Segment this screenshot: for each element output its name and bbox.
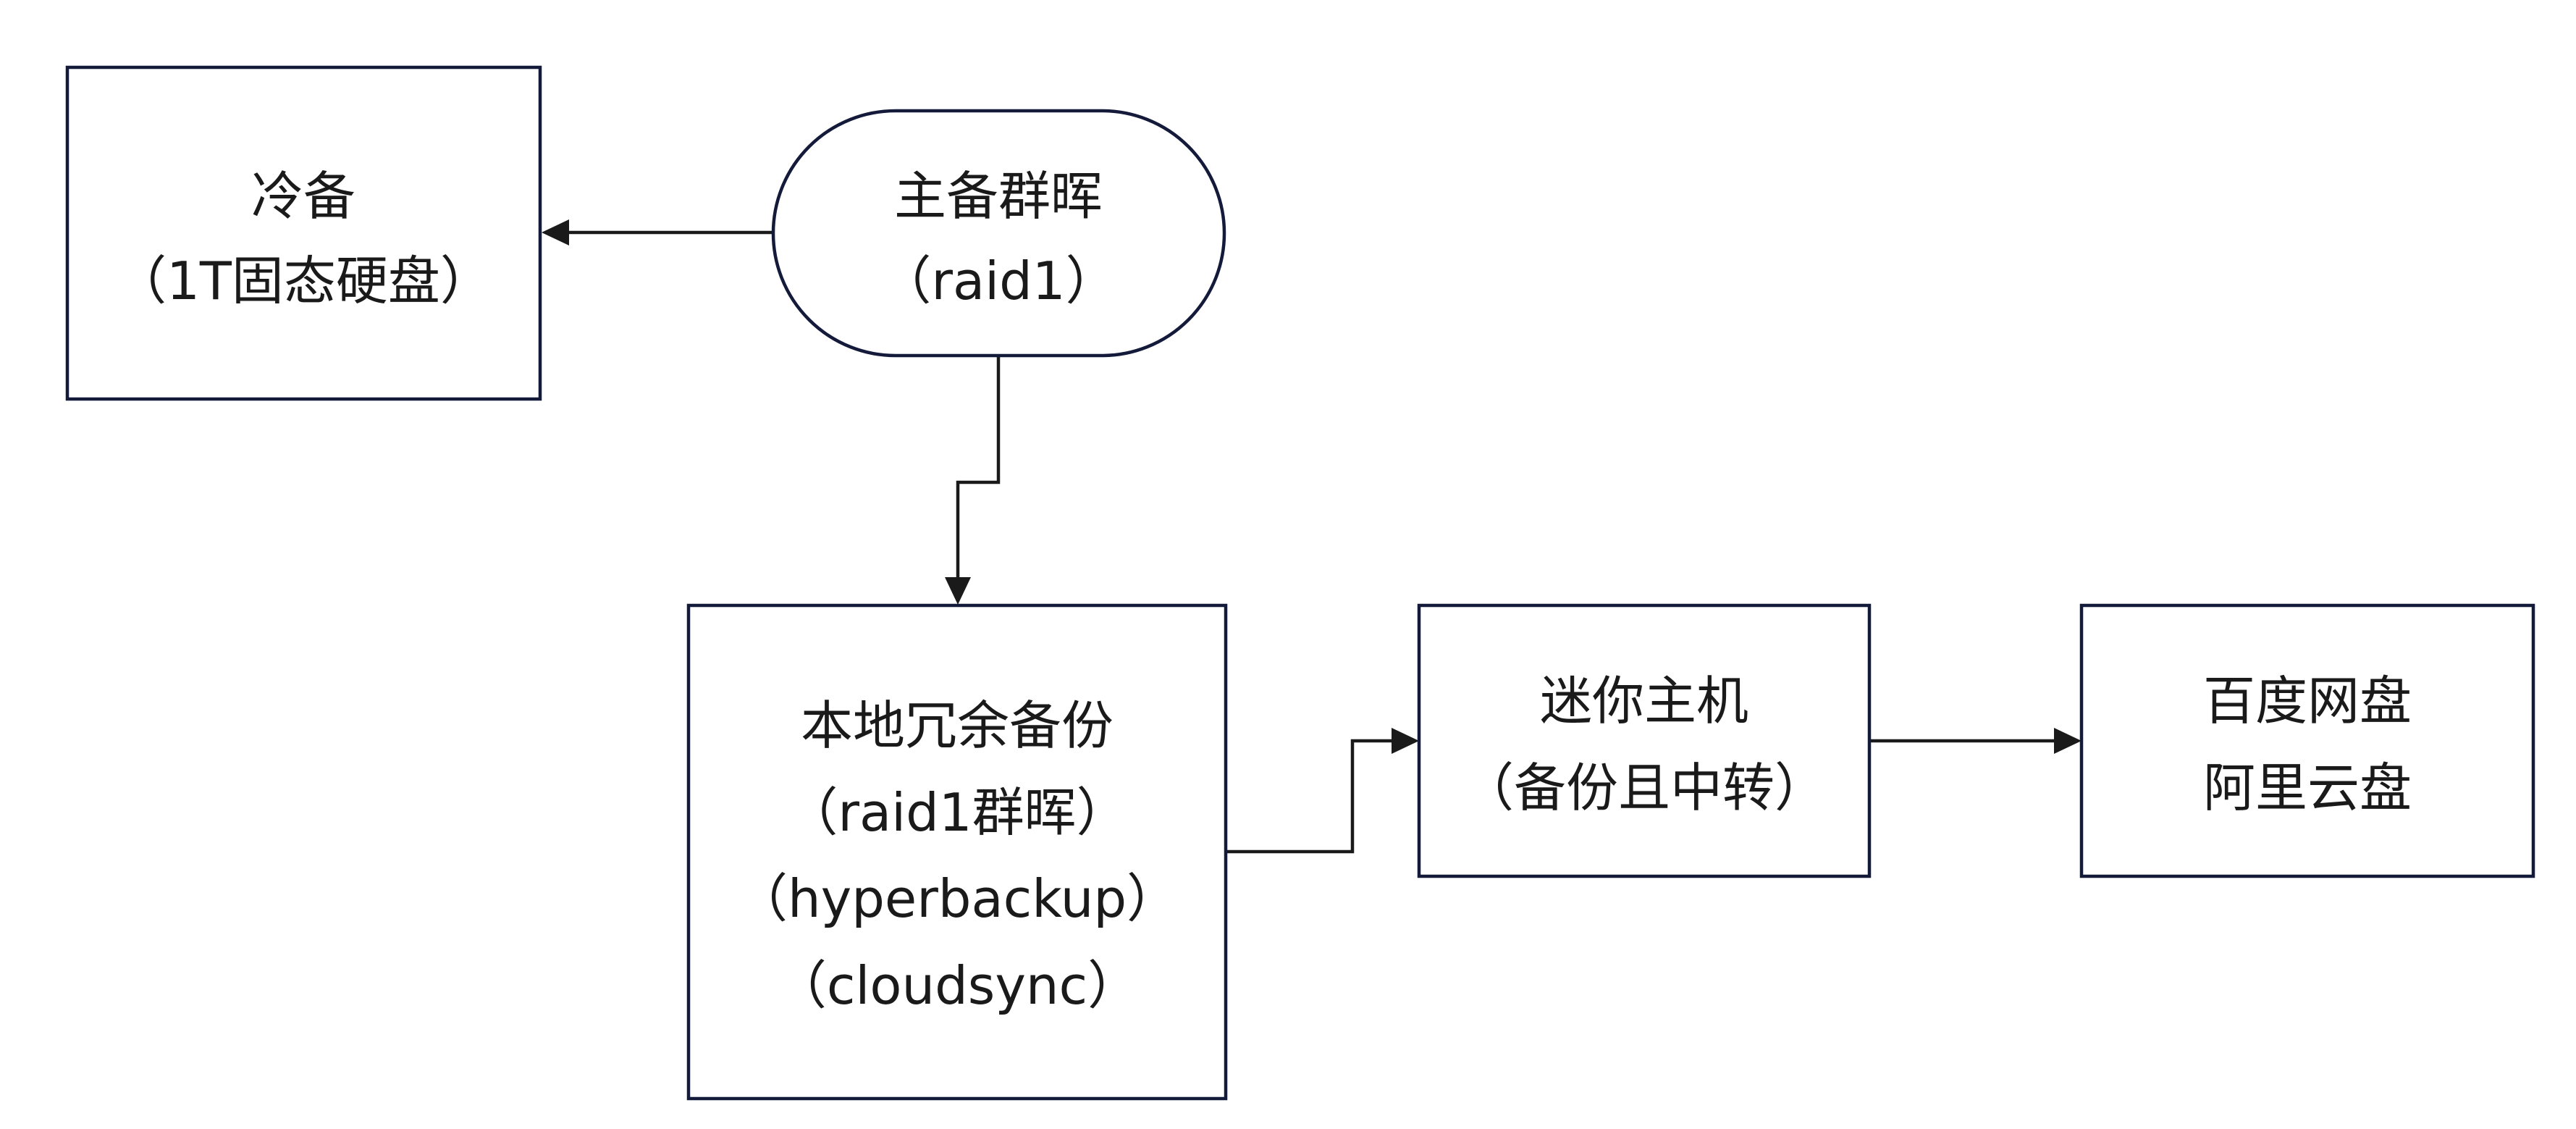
edges <box>542 219 2082 854</box>
node-cold-backup: 冷备 （1T固态硬盘） <box>65 65 542 401</box>
node-local-redundant-line-1: 本地冗余备份 <box>801 695 1114 756</box>
node-cold-backup-shape <box>65 65 542 401</box>
node-local-redundant-shape <box>686 603 1228 1101</box>
node-main-nas-line-1: 主备群晖 <box>894 166 1103 227</box>
node-local-redundant: 本地冗余备份 （raid1群晖） （hyperbackup） （cloudsyn… <box>686 603 1228 1101</box>
node-cloud-drives-shape <box>2079 603 2535 878</box>
node-main-nas-line-2: （raid1） <box>879 251 1117 311</box>
edge-main-to-local <box>956 356 1001 579</box>
node-local-redundant-line-3: （hyperbackup） <box>736 868 1179 929</box>
edge-local-to-mini <box>1226 739 1392 854</box>
node-cloud-drives: 百度网盘 阿里云盘 <box>2079 603 2535 878</box>
node-mini-host-shape <box>1417 603 1872 878</box>
node-cloud-drives-line-1: 百度网盘 <box>2203 671 2412 731</box>
arrowhead-mini-to-cloud <box>2054 728 2082 754</box>
node-local-redundant-line-4: （cloudsync） <box>775 955 1140 1016</box>
arrowhead-local-to-mini <box>1392 728 1419 754</box>
arrowhead-main-to-local <box>945 577 971 605</box>
node-cloud-drives-line-2: 阿里云盘 <box>2203 757 2412 818</box>
arrowhead-main-to-cold <box>542 219 569 245</box>
node-mini-host-line-1: 迷你主机 <box>1540 671 1748 731</box>
node-cold-backup-line-2: （1T固态硬盘） <box>114 251 492 311</box>
node-main-nas-shape <box>771 109 1226 358</box>
node-mini-host: 迷你主机 （备份且中转） <box>1417 603 1872 878</box>
node-cold-backup-line-1: 冷备 <box>251 166 355 227</box>
node-mini-host-line-2: （备份且中转） <box>1462 757 1827 818</box>
node-main-nas: 主备群晖 （raid1） <box>771 109 1226 358</box>
node-local-redundant-line-2: （raid1群晖） <box>786 782 1128 843</box>
